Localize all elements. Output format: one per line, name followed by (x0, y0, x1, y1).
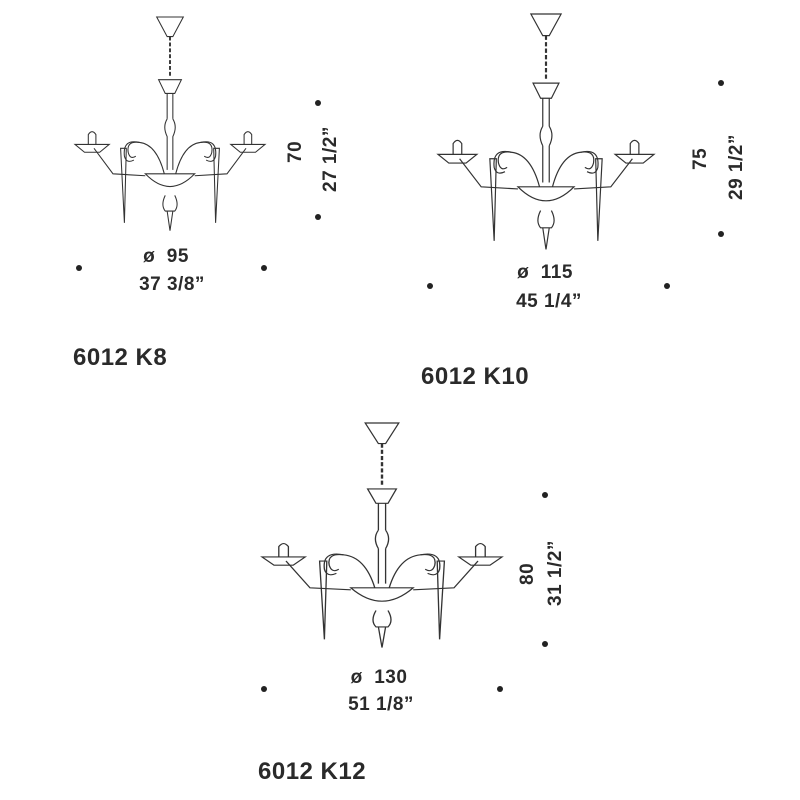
k8-diameter-cm: 95 (166, 246, 189, 267)
dot-k8-bottom (315, 214, 321, 220)
k12-diameter: ø 130 (299, 667, 459, 689)
k10-height-cm: 75 (690, 147, 711, 170)
k10-diameter-in: 45 1/4” (516, 291, 582, 312)
dimension-dots (76, 80, 724, 692)
k10-diameter-cm: 115 (540, 262, 573, 283)
dot-k10-right (664, 283, 670, 289)
k10-diameter: ø 115 (465, 262, 625, 284)
dot-k12-bottom (542, 641, 548, 647)
dot-k12-top (542, 492, 548, 498)
k12-height-in: 31 1/2” (545, 540, 566, 606)
k10-model-code: 6012 K10 (421, 363, 530, 390)
k8-diameter-in: 37 3/8” (139, 274, 205, 295)
chandelier-k12 (260, 421, 504, 649)
dot-k8-top (315, 100, 321, 106)
dot-k12-right (497, 686, 503, 692)
dot-k12-left (261, 686, 267, 692)
k8-height-in: 27 1/2” (320, 126, 341, 192)
diameter-symbol: ø (517, 262, 530, 283)
dot-k10-bottom (718, 231, 724, 237)
k12-diameter-in: 51 1/8” (348, 694, 414, 715)
chandelier-k10 (436, 12, 656, 251)
k10-height-in: 29 1/2” (726, 134, 747, 200)
k12-model-code: 6012 K12 (258, 758, 367, 785)
k12-diameter-cm: 130 (374, 667, 408, 688)
diameter-symbol: ø (143, 246, 156, 267)
k8-height-cm: 70 (285, 140, 306, 163)
dot-k8-left (76, 265, 82, 271)
dot-k8-right (261, 265, 267, 271)
diameter-symbol: ø (350, 667, 363, 688)
dot-k10-left (427, 283, 433, 289)
chandelier-k8 (74, 16, 266, 232)
k8-model-code: 6012 K8 (73, 344, 168, 371)
k8-diameter: ø 95 (86, 246, 246, 268)
k12-height-cm: 80 (517, 562, 538, 585)
dot-k10-top (718, 80, 724, 86)
